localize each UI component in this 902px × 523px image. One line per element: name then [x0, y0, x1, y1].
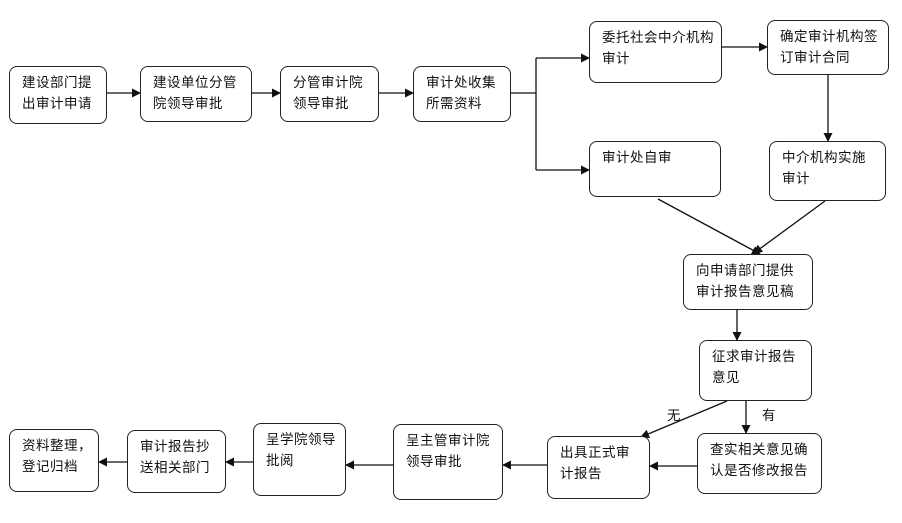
step-draft-report: 向申请部门提供审计报告意见稿: [683, 254, 813, 310]
arrow-n10-n12: [640, 400, 728, 439]
step-issue-report: 出具正式审计报告: [547, 436, 650, 499]
arrow-n8-n9: [753, 200, 826, 254]
step-sign-contract: 确定审计机构签订审计合同: [767, 20, 889, 75]
branch-label-no: 无: [667, 408, 681, 424]
step-solicit-opinions: 征求审计报告意见: [699, 340, 812, 401]
arrow-n7-n9: [657, 198, 761, 255]
step-collect-materials: 审计处收集所需资料: [413, 66, 511, 122]
step-supervisor-approval: 呈主管审计院领导审批: [393, 424, 503, 500]
step-verify-opinions: 查实相关意见确认是否修改报告: [697, 433, 822, 494]
step-apply-audit: 建设部门提出审计申请: [9, 66, 107, 124]
step-unit-leader-approval: 建设单位分管院领导审批: [140, 66, 252, 122]
branch-label-yes: 有: [762, 408, 776, 424]
step-college-review: 呈学院领导批阅: [253, 423, 346, 496]
step-entrust-agency: 委托社会中介机构审计: [589, 21, 722, 83]
step-self-audit: 审计处自审: [589, 141, 721, 197]
step-agency-audit: 中介机构实施审计: [769, 141, 886, 201]
step-archive: 资料整理，登记归档: [9, 429, 99, 492]
step-audit-leader-approval: 分管审计院领导审批: [280, 66, 379, 122]
step-send-report: 审计报告抄送相关部门: [127, 430, 226, 493]
